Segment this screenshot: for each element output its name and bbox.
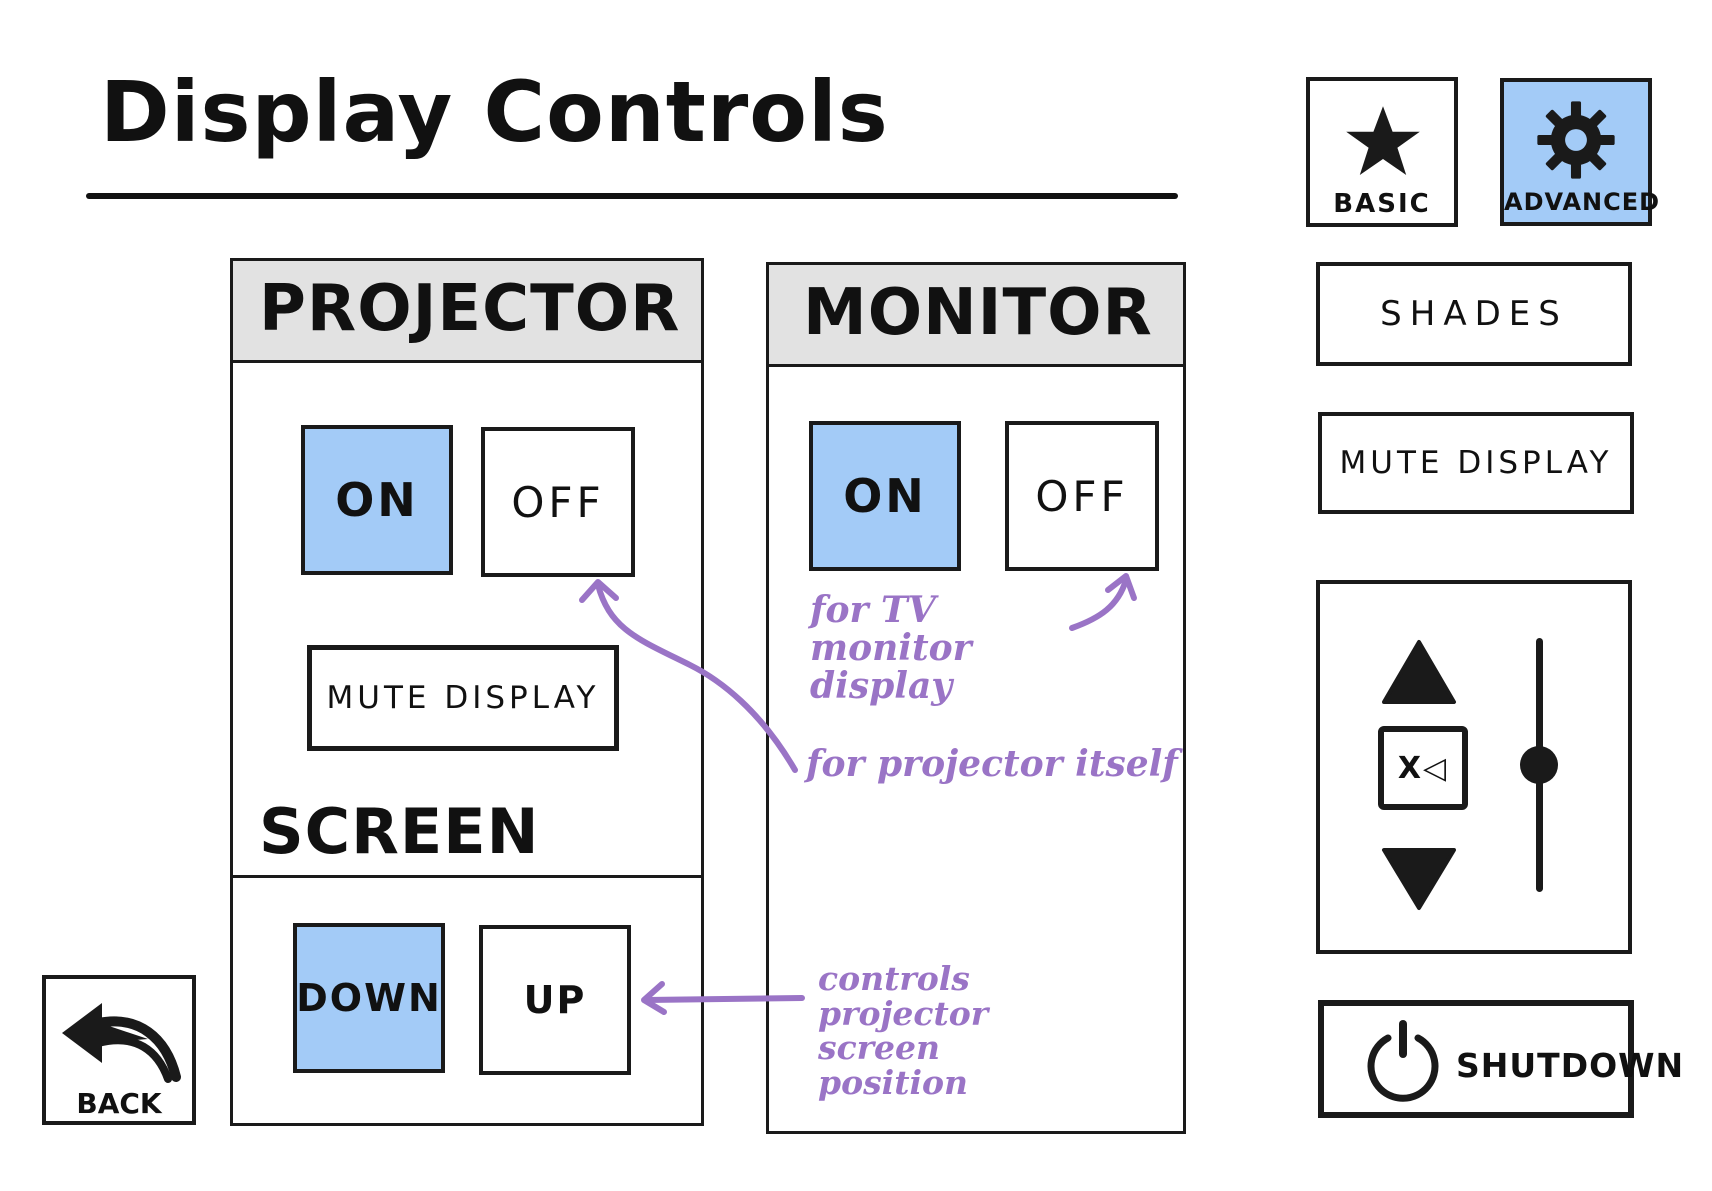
projector-off-button[interactable]: OFF <box>481 427 635 577</box>
projector-off-label: OFF <box>511 477 605 527</box>
power-icon <box>1367 1020 1439 1102</box>
projector-on-button[interactable]: ON <box>301 425 453 575</box>
monitor-off-button[interactable]: OFF <box>1005 421 1159 571</box>
screen-up-button[interactable]: UP <box>479 925 631 1075</box>
basic-mode-button[interactable]: BASIC <box>1306 77 1458 227</box>
volume-up-icon[interactable] <box>1380 638 1458 706</box>
shades-button[interactable]: SHADES <box>1316 262 1632 366</box>
monitor-off-label: OFF <box>1035 471 1129 521</box>
projector-mute-display-label: MUTE DISPLAY <box>326 680 600 716</box>
screen-up-label: UP <box>523 978 587 1022</box>
monitor-title: MONITOR <box>803 276 1153 350</box>
muted-speaker-icon: X◁ <box>1397 750 1449 786</box>
screen-down-label: DOWN <box>296 976 442 1020</box>
monitor-annotation: for TV monitor display <box>810 589 972 707</box>
monitor-on-label: ON <box>843 469 927 523</box>
volume-down-icon[interactable] <box>1380 846 1458 912</box>
monitor-on-button[interactable]: ON <box>809 421 961 571</box>
advanced-mode-button[interactable]: ADVANCED <box>1500 78 1661 226</box>
shutdown-label: SHUTDOWN <box>1456 1046 1685 1085</box>
projector-panel-header: PROJECTOR <box>233 261 701 363</box>
volume-control-panel: X◁ <box>1316 580 1632 954</box>
projector-annotation: for projector itself <box>806 743 1178 785</box>
shades-label: SHADES <box>1380 294 1568 334</box>
projector-mute-display-button[interactable]: MUTE DISPLAY <box>307 645 619 751</box>
page-title: Display Controls <box>100 63 889 161</box>
sidebar-mute-display-button[interactable]: MUTE DISPLAY <box>1318 412 1634 514</box>
gear-icon <box>1537 101 1615 179</box>
screen-title: SCREEN <box>259 795 540 868</box>
star-icon <box>1346 106 1420 175</box>
projector-title: PROJECTOR <box>259 272 681 346</box>
advanced-mode-label: ADVANCED <box>1504 188 1661 216</box>
mute-volume-button[interactable]: X◁ <box>1378 726 1468 810</box>
back-button[interactable]: BACK <box>42 975 196 1125</box>
screen-down-button[interactable]: DOWN <box>293 923 445 1073</box>
sidebar-mute-display-label: MUTE DISPLAY <box>1339 445 1613 481</box>
volume-slider-thumb[interactable] <box>1520 746 1558 784</box>
basic-mode-label: BASIC <box>1333 189 1431 219</box>
shutdown-button[interactable]: SHUTDOWN <box>1318 1000 1683 1118</box>
projector-on-label: ON <box>335 473 419 527</box>
projector-panel: PROJECTOR ON OFF MUTE DISPLAY SCREEN DOW… <box>230 258 704 1126</box>
back-arrow-icon <box>62 1003 181 1083</box>
monitor-panel: MONITOR ON OFF <box>766 262 1186 1134</box>
screen-divider <box>233 875 701 878</box>
title-underline <box>86 193 1178 199</box>
back-label: BACK <box>76 1087 162 1120</box>
monitor-panel-header: MONITOR <box>769 265 1183 367</box>
screen-annotation: controls projector screen position <box>818 959 989 1102</box>
